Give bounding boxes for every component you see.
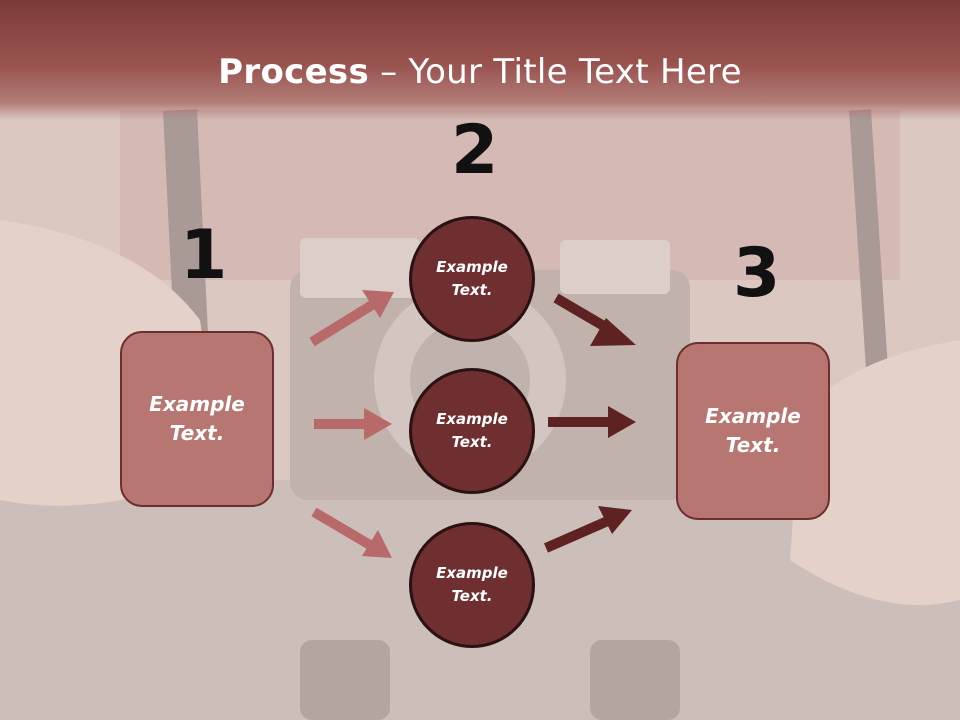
slide-title: Process – Your Title Text Here	[0, 52, 960, 92]
step-number-1: 1	[180, 216, 228, 295]
step-1-text: Example Text.	[149, 392, 245, 445]
title-rest: – Your Title Text Here	[369, 52, 742, 92]
arrow-from-bottom-circle	[543, 506, 632, 553]
arrow-to-middle-circle	[314, 408, 392, 440]
step-number-2: 2	[451, 111, 499, 190]
arrow-to-top-circle	[309, 290, 394, 347]
circle-middle: Example Text.	[409, 368, 535, 494]
step-1-box: Example Text.	[120, 331, 274, 507]
title-band	[0, 0, 960, 120]
circle-bottom: Example Text.	[409, 522, 535, 648]
circle-top-text: Example Text.	[436, 258, 508, 299]
circle-middle-text: Example Text.	[436, 410, 508, 451]
circle-top: Example Text.	[409, 216, 535, 342]
step-3-box: Example Text.	[676, 342, 830, 520]
step-number-3: 3	[733, 234, 781, 313]
step-3-text: Example Text.	[705, 404, 801, 457]
arrow-to-bottom-circle	[311, 507, 392, 558]
circle-bottom-text: Example Text.	[436, 564, 508, 605]
arrow-from-top-circle	[553, 293, 636, 346]
title-strong: Process	[218, 52, 370, 92]
arrow-from-middle-circle	[548, 406, 636, 438]
